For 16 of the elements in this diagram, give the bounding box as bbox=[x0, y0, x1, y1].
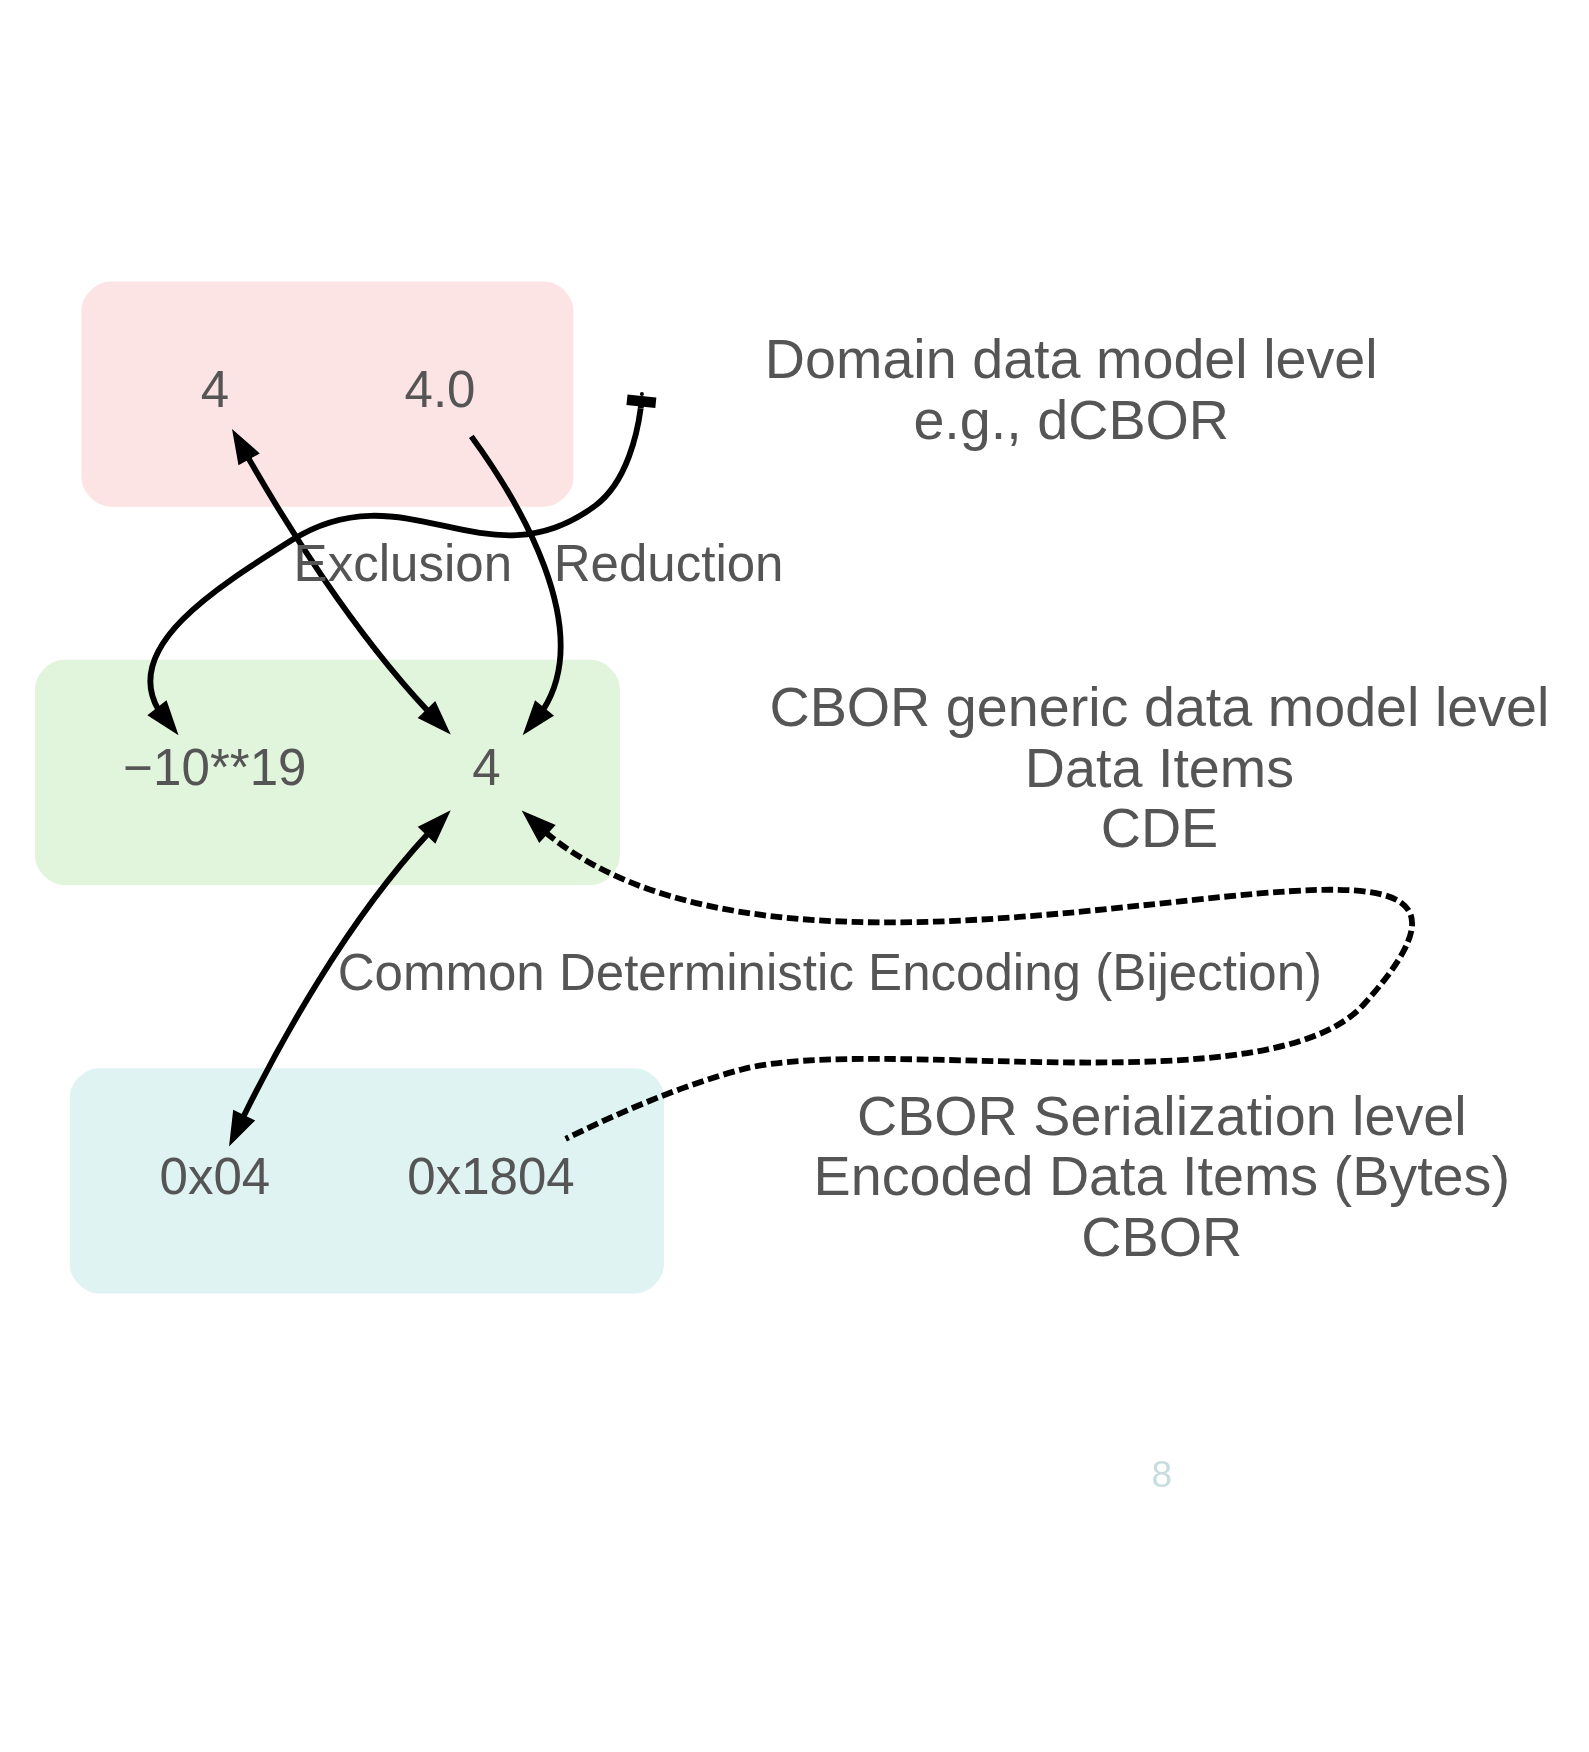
node-text: 4.0 bbox=[404, 361, 476, 419]
node-label: CDE bbox=[1100, 797, 1219, 860]
node-label: CBOR generic data model level bbox=[769, 676, 1550, 739]
node-label: CBOR Serialization level bbox=[856, 1084, 1467, 1147]
node-text: −10**19 bbox=[123, 739, 307, 797]
node-text: 4 bbox=[472, 739, 501, 797]
node-label: e.g., dCBOR bbox=[913, 388, 1230, 451]
node-label: Encoded Data Items (Bytes) bbox=[813, 1145, 1510, 1208]
node-label: Data Items bbox=[1024, 736, 1295, 799]
node-label: Domain data model level bbox=[764, 328, 1378, 391]
edge-label: Reduction bbox=[553, 535, 784, 593]
node-label: CBOR bbox=[1081, 1205, 1243, 1268]
node-text: 0x04 bbox=[159, 1147, 271, 1205]
node-text: 4 bbox=[200, 361, 230, 419]
edge-label: Common Deterministic Encoding (Bijection) bbox=[337, 943, 1323, 1001]
node-text: 0x1804 bbox=[407, 1147, 575, 1205]
